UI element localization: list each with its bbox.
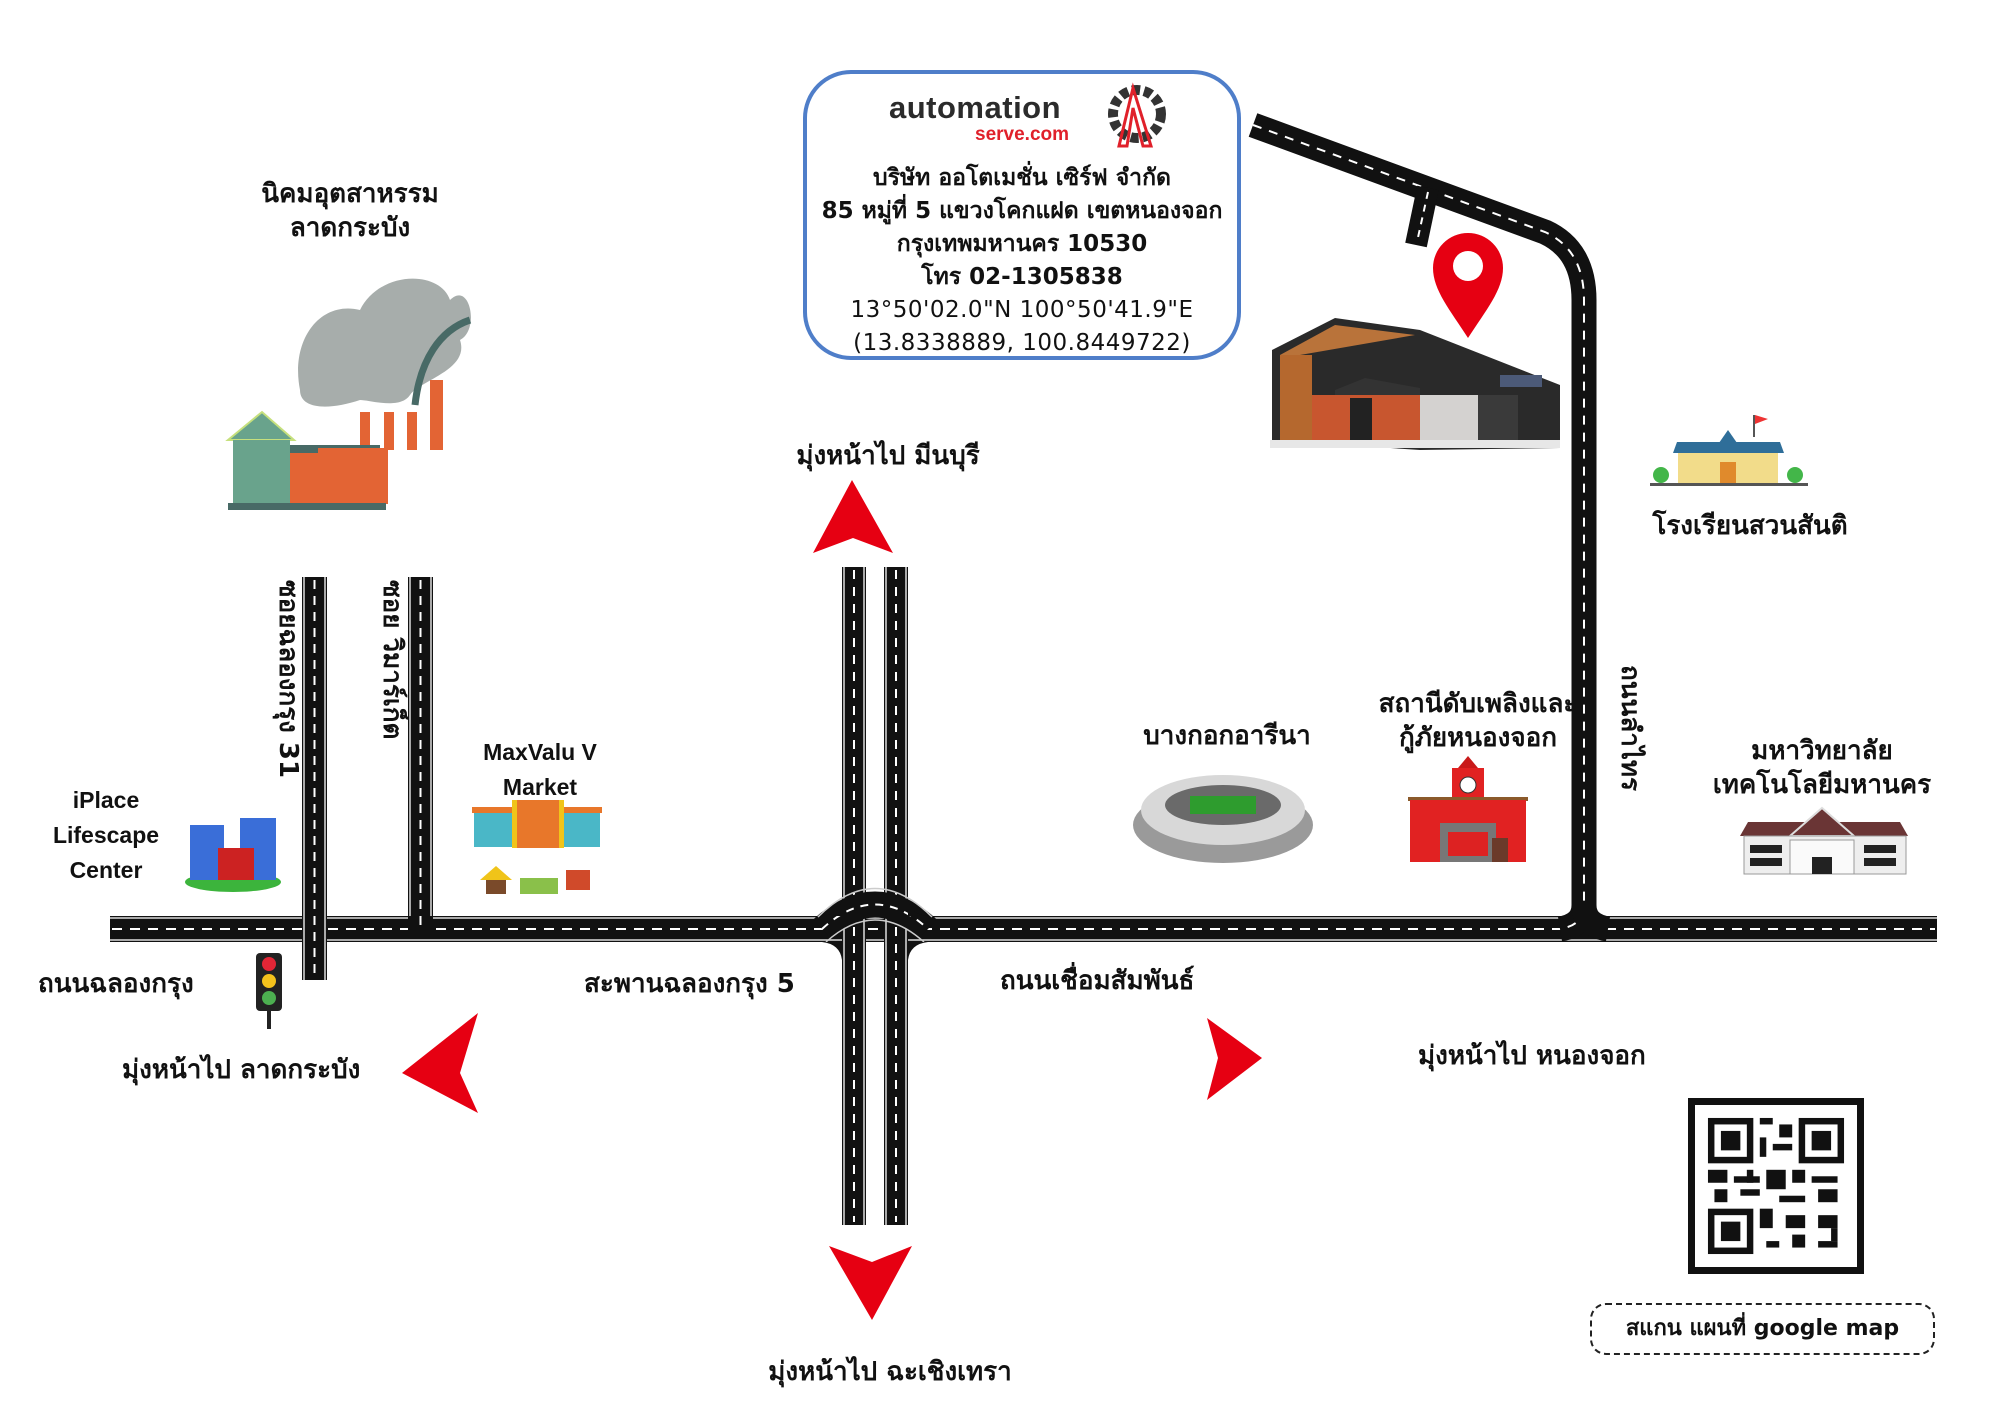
qr-pattern-icon <box>1707 1117 1845 1255</box>
maxvalu-line-1: MaxValu V <box>483 739 597 765</box>
bridge-roads <box>813 567 937 1225</box>
industrial-estate-label: นิคมอุตสาหรรม ลาดกระบัง <box>261 178 438 246</box>
school-icon <box>1650 415 1808 486</box>
university-line-1: มหาวิทยาลัย <box>1751 736 1893 766</box>
fire-station-line-2: กู้ภัยหนองจอก <box>1399 722 1557 753</box>
university-icon <box>1740 806 1908 875</box>
arrow-north <box>813 480 893 553</box>
warehouse-building-icon <box>1270 318 1560 450</box>
phone-number[interactable]: โทร 02-1305838 <box>921 264 1123 290</box>
arrow-east <box>1207 1018 1262 1100</box>
address-line-2: กรุงเทพมหานคร 10530 <box>896 231 1148 257</box>
factory-icon <box>225 278 472 510</box>
direction-north-label: มุ่งหน้าไป มีนบุรี <box>796 441 980 471</box>
qr-code[interactable] <box>1688 1098 1864 1274</box>
soi-market-label: ซอย วิมาร์เก็ต <box>377 580 407 740</box>
coordinates-decimal: (13.8338889, 100.8449722) <box>853 330 1191 356</box>
coordinates-dms: 13°50'02.0"N 100°50'41.9"E <box>850 297 1194 323</box>
chueam-samphan-road-label: ถนนเชื่อมสัมพันธ์ <box>1000 966 1195 996</box>
fire-station-icon <box>1408 756 1528 862</box>
school-label: โรงเรียนสวนสันติ <box>1652 511 1848 541</box>
company-logo: automation serve.com <box>807 82 1237 162</box>
university-label: มหาวิทยาลัย เทคโนโลยีมหานคร <box>1713 735 1931 803</box>
iplace-line-2: Lifescape <box>52 822 160 848</box>
soi-market-road <box>408 577 433 930</box>
stadium-icon <box>1133 775 1313 863</box>
qr-scan-label: สแกน แผนที่ google map <box>1590 1303 1935 1355</box>
address-line-1: 85 หมู่ที่ 5 แขวงโคกแฝด เขตหนองจอก <box>821 198 1223 224</box>
industrial-estate-line-2: ลาดกระบัง <box>289 212 411 243</box>
logo-text-main: automation <box>889 90 1062 125</box>
university-line-2: เทคโนโลยีมหานคร <box>1712 769 1932 800</box>
main-road <box>110 916 1937 942</box>
fire-station-line-1: สถานีดับเพลิงและ <box>1378 689 1578 719</box>
traffic-light-icon <box>256 953 282 1029</box>
bridge-label: สะพานฉลองกรุง 5 <box>584 969 795 999</box>
iplace-label: iPlace Lifescape Center <box>53 783 159 888</box>
lam-sai-road <box>1248 113 1611 942</box>
iplace-line-3: Center <box>69 857 143 883</box>
lam-sai-road-label: ถนนลำไทร <box>1615 665 1645 792</box>
arrow-west <box>402 1013 478 1113</box>
direction-east-label: มุ่งหน้าไป หนองจอก <box>1418 1041 1646 1071</box>
company-info-card: automation serve.com บริษัท ออโตเมชั่น เ… <box>803 70 1241 360</box>
iplace-line-1: iPlace <box>72 787 140 813</box>
company-name: บริษัท ออโตเมชั่น เซิร์ฟ จำกัด <box>873 165 1171 191</box>
maxvalu-label: MaxValu V Market <box>483 735 597 805</box>
maxvalu-market-icon <box>472 800 602 894</box>
arena-label: บางกอกอารีนา <box>1143 721 1311 751</box>
logo-text-sub: serve.com <box>975 124 1070 145</box>
mall-building-icon <box>185 818 281 892</box>
location-pin-icon <box>1433 233 1503 338</box>
industrial-estate-line-1: นิคมอุตสาหรรม <box>261 179 439 209</box>
arrow-south <box>829 1246 912 1320</box>
direction-west-label: มุ่งหน้าไป ลาดกระบัง <box>122 1055 361 1085</box>
direction-south-label: มุ่งหน้าไป ฉะเชิงเทรา <box>768 1357 1012 1387</box>
soi-31-road <box>302 577 327 980</box>
fire-station-label: สถานีดับเพลิงและ กู้ภัยหนองจอก <box>1379 688 1578 756</box>
maxvalu-line-2: Market <box>502 774 578 800</box>
chalong-krung-road-label: ถนนฉลองกรุง <box>38 969 194 999</box>
soi-31-label: ซอยฉลองกรุง 31 <box>273 580 303 779</box>
gear-logo-icon <box>1108 82 1166 148</box>
